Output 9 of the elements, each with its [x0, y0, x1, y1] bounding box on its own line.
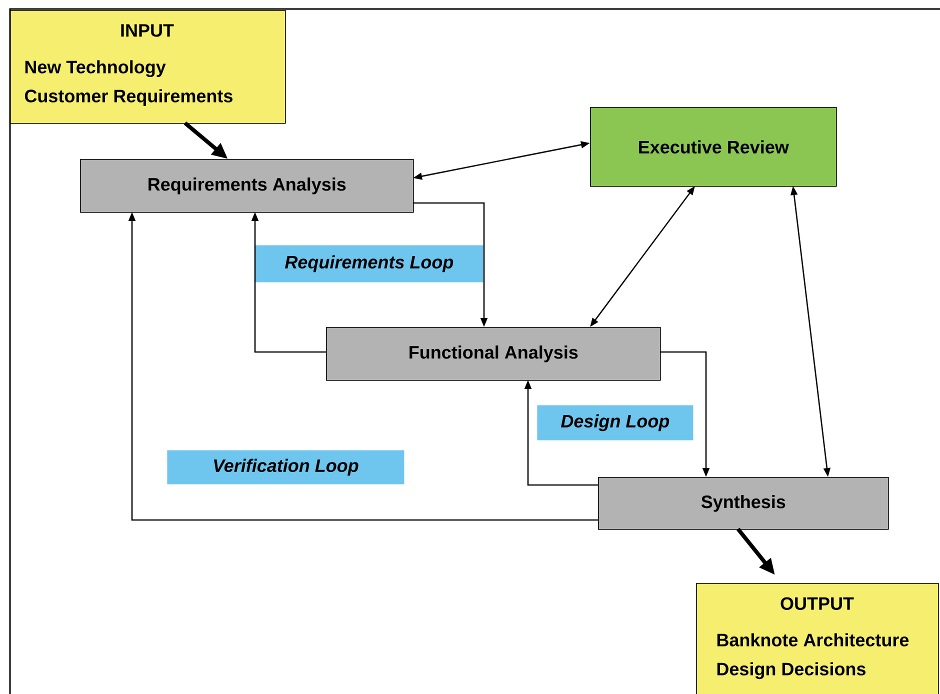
- process-box: Synthesis: [598, 477, 889, 530]
- process-box: Functional Analysis: [326, 327, 661, 381]
- process-box: Requirements Analysis: [80, 159, 414, 213]
- loop-label: Verification Loop: [167, 450, 404, 484]
- input-output-box: OUTPUT Banknote Architecture Design Decisions: [696, 583, 939, 694]
- loop-label: Requirements Loop: [255, 245, 484, 282]
- loop-label: Design Loop: [537, 405, 694, 440]
- process-box: Executive Review: [590, 107, 837, 187]
- input-output-box: INPUT New Technology Customer Requirements: [10, 10, 286, 124]
